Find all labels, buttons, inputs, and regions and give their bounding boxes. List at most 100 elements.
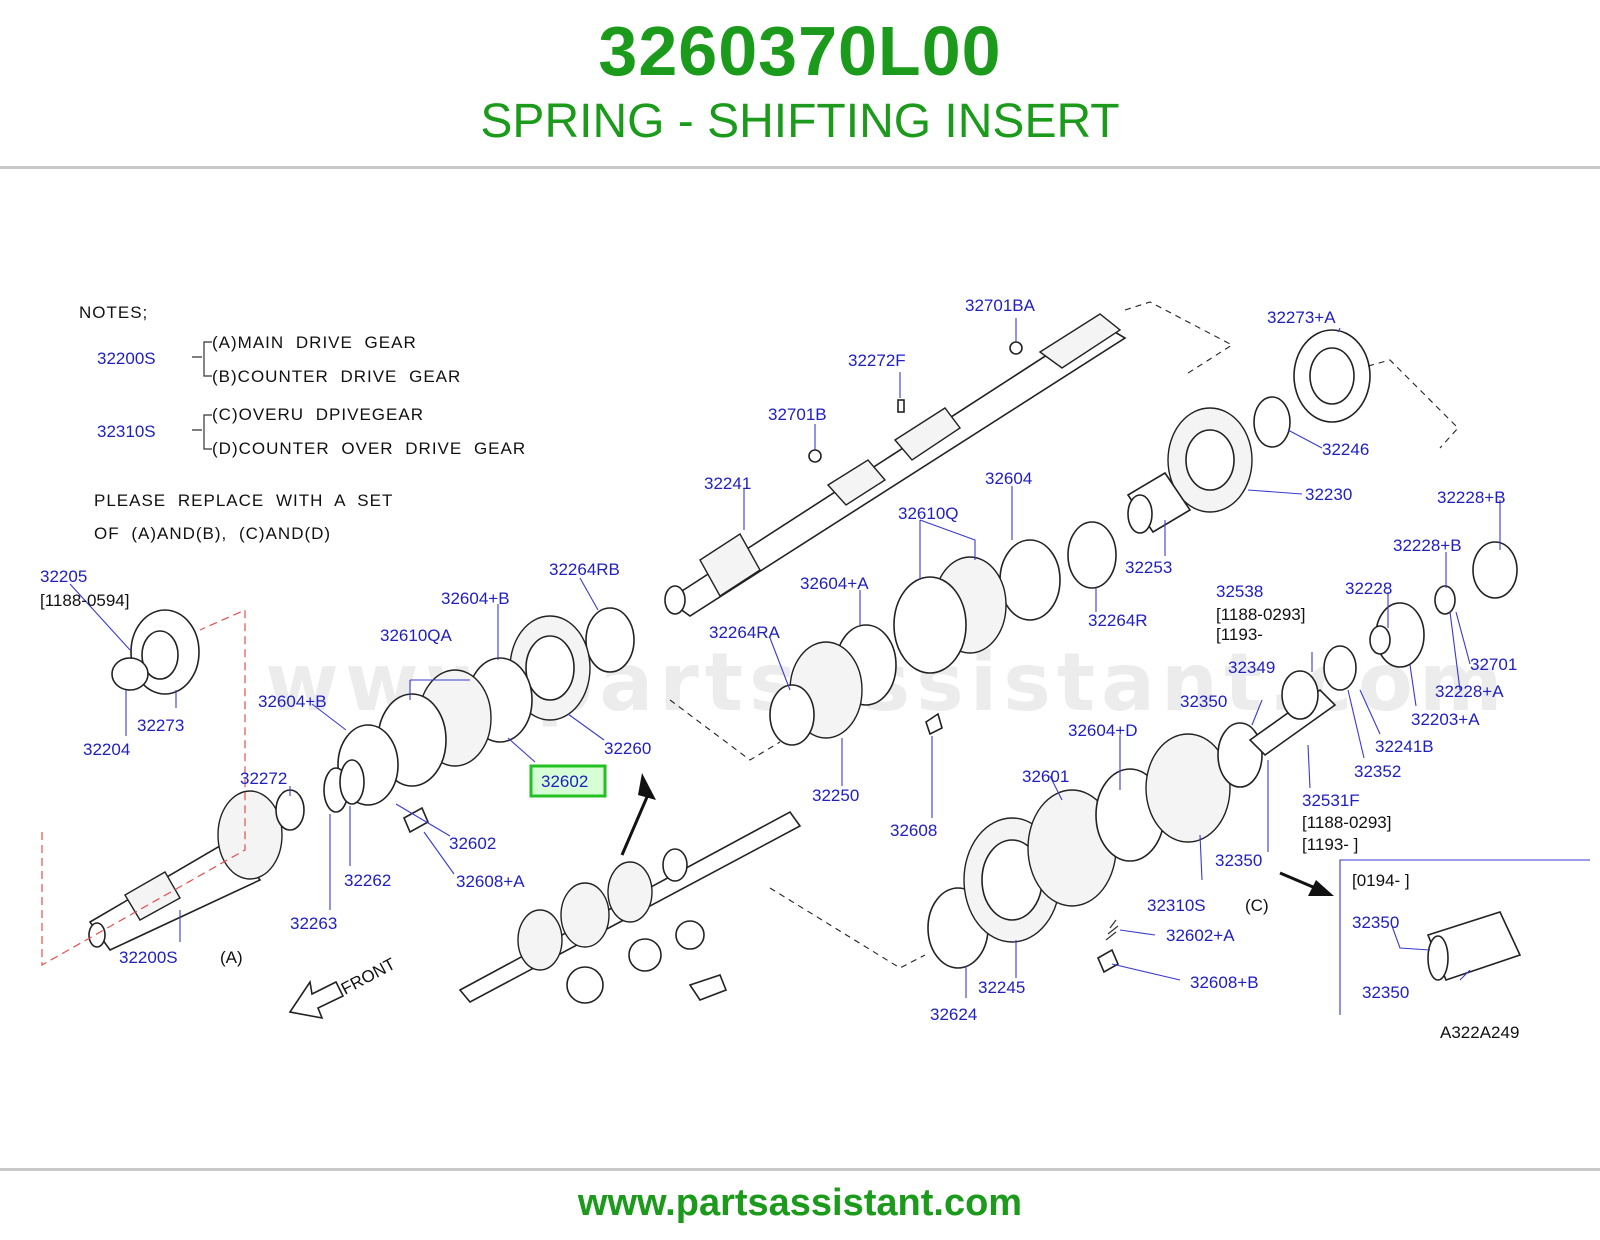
- inset-box: [1339, 859, 1590, 1015]
- label-32228A[interactable]: 32228+A: [1435, 682, 1504, 701]
- label-32264R[interactable]: 32264R: [1088, 611, 1148, 630]
- main-shaft: [666, 321, 1127, 617]
- gear-32230-hub: [1185, 429, 1235, 491]
- label-32262[interactable]: 32262: [344, 871, 391, 890]
- assembled-gear-1: [517, 909, 563, 971]
- washer-32262: [339, 759, 365, 805]
- label-32602A[interactable]: 32602+A: [1166, 926, 1235, 945]
- inset-frame: [1339, 859, 1590, 1015]
- ring-32604: [999, 539, 1061, 621]
- inset-bearing-end: [1427, 935, 1449, 981]
- counter-dash-outline-left: [769, 887, 926, 969]
- note-set-a-code[interactable]: 32200S: [97, 349, 156, 368]
- label-32352[interactable]: 32352: [1354, 762, 1401, 781]
- assembled-bearing: [662, 848, 688, 882]
- label-32531F[interactable]: 32531F: [1302, 791, 1360, 810]
- insert-32608B: [1096, 948, 1120, 974]
- arrows: [288, 773, 1334, 1020]
- arrow-up-shaft: [620, 789, 652, 856]
- label-32264RB[interactable]: 32264RB: [549, 560, 620, 579]
- label-32230[interactable]: 32230: [1305, 485, 1352, 504]
- label-32200S[interactable]: 32200S: [119, 948, 178, 967]
- label-32701[interactable]: 32701: [1470, 655, 1517, 674]
- label-32604B-left[interactable]: 32604+B: [258, 692, 327, 711]
- nut-32352: [1323, 645, 1357, 691]
- main-shaft-assembly: [664, 301, 1234, 617]
- hub-32610Q: [893, 576, 967, 674]
- label-32246[interactable]: 32246: [1322, 440, 1369, 459]
- label-32273[interactable]: 32273: [137, 716, 184, 735]
- date-32531F-2: [1193- ]: [1302, 835, 1358, 854]
- label-32608A[interactable]: 32608+A: [456, 872, 525, 891]
- label-32602-highlighted[interactable]: 32602: [541, 772, 588, 791]
- label-32253[interactable]: 32253: [1125, 558, 1172, 577]
- main-shaft-spline-end: [1038, 313, 1122, 369]
- assembled-gear-3: [607, 861, 653, 923]
- label-32602[interactable]: 32602: [449, 834, 496, 853]
- bearing-32350: [1217, 722, 1263, 788]
- diagram-code: A322A249: [1440, 1023, 1519, 1042]
- label-32250[interactable]: 32250: [812, 786, 859, 805]
- main-shaft-spline-mid: [826, 459, 887, 506]
- label-32241B[interactable]: 32241B: [1375, 737, 1434, 756]
- label-32205[interactable]: 32205: [40, 567, 87, 586]
- note-set-c-code[interactable]: 32310S: [97, 422, 156, 441]
- label-32350-a[interactable]: 32350: [1180, 692, 1227, 711]
- ball-32701BA: [1009, 341, 1023, 355]
- label-32204[interactable]: 32204: [83, 740, 130, 759]
- label-32608[interactable]: 32608: [890, 821, 937, 840]
- label-32350-c[interactable]: 32350: [1352, 913, 1399, 932]
- bearing-32264RB: [585, 607, 635, 673]
- main-shaft-dash-outline: [1124, 301, 1234, 376]
- label-32263[interactable]: 32263: [290, 914, 337, 933]
- label-32228[interactable]: 32228: [1345, 579, 1392, 598]
- label-32273A[interactable]: 32273+A: [1267, 308, 1336, 327]
- label-32624[interactable]: 32624: [930, 1005, 977, 1024]
- label-32604D[interactable]: 32604+D: [1068, 721, 1137, 740]
- date-32205: [1188-0594]: [40, 591, 129, 610]
- label-32701BA[interactable]: 32701BA: [965, 296, 1036, 315]
- label-32228B-2[interactable]: 32228+B: [1393, 536, 1462, 555]
- label-32272F[interactable]: 32272F: [848, 351, 906, 370]
- note-bracket-c: [192, 414, 212, 450]
- seal-32246: [1253, 396, 1291, 448]
- front-arrow: [288, 979, 345, 1020]
- notes-block: NOTES; 32200S (A)MAIN DRIVE GEAR (B)COUN…: [79, 303, 526, 543]
- label-32349[interactable]: 32349: [1228, 658, 1275, 677]
- main-shaft-tip: [664, 585, 686, 615]
- label-32203A[interactable]: 32203+A: [1411, 710, 1480, 729]
- label-32264RA[interactable]: 32264RA: [709, 623, 781, 642]
- assembled-fork-1: [566, 966, 604, 1004]
- rear-bearing-group: [1126, 329, 1459, 534]
- label-32350-b[interactable]: 32350: [1215, 851, 1262, 870]
- highlighted-part-label[interactable]: 32602: [529, 764, 607, 798]
- bearing-32264RA: [769, 684, 815, 746]
- label-32350-d[interactable]: 32350: [1362, 983, 1409, 1002]
- label-32272[interactable]: 32272: [240, 769, 287, 788]
- label-32245[interactable]: 32245: [978, 978, 1025, 997]
- label-32608B[interactable]: 32608+B: [1190, 973, 1259, 992]
- label-32701B[interactable]: 32701B: [768, 405, 827, 424]
- note-bracket-a: [192, 341, 212, 377]
- label-32260[interactable]: 32260: [604, 739, 651, 758]
- label-32241[interactable]: 32241: [704, 474, 751, 493]
- label-32610QA[interactable]: 32610QA: [380, 626, 452, 645]
- label-32601[interactable]: 32601: [1022, 767, 1069, 786]
- ring-32228A: [1434, 585, 1456, 615]
- label-32538[interactable]: 32538: [1216, 582, 1263, 601]
- label-32604[interactable]: 32604: [985, 469, 1032, 488]
- synchro-dash-outline: [669, 699, 781, 761]
- footer-url[interactable]: www.partsassistant.com: [577, 1182, 1023, 1224]
- label-32610Q[interactable]: 32610Q: [898, 504, 959, 523]
- label-32310S[interactable]: 32310S: [1147, 896, 1206, 915]
- header-divider: [0, 166, 1600, 169]
- note-set-c-line2: (D)COUNTER OVER DRIVE GEAR: [212, 439, 526, 458]
- bearing-32264R: [1067, 521, 1117, 589]
- label-32604B-top[interactable]: 32604+B: [441, 589, 510, 608]
- insert-32608A: [402, 806, 430, 834]
- assembled-view: [458, 810, 802, 1004]
- part-number: 3260370L00: [598, 12, 1002, 90]
- label-32228B-1[interactable]: 32228+B: [1437, 488, 1506, 507]
- label-32604A[interactable]: 32604+A: [800, 574, 869, 593]
